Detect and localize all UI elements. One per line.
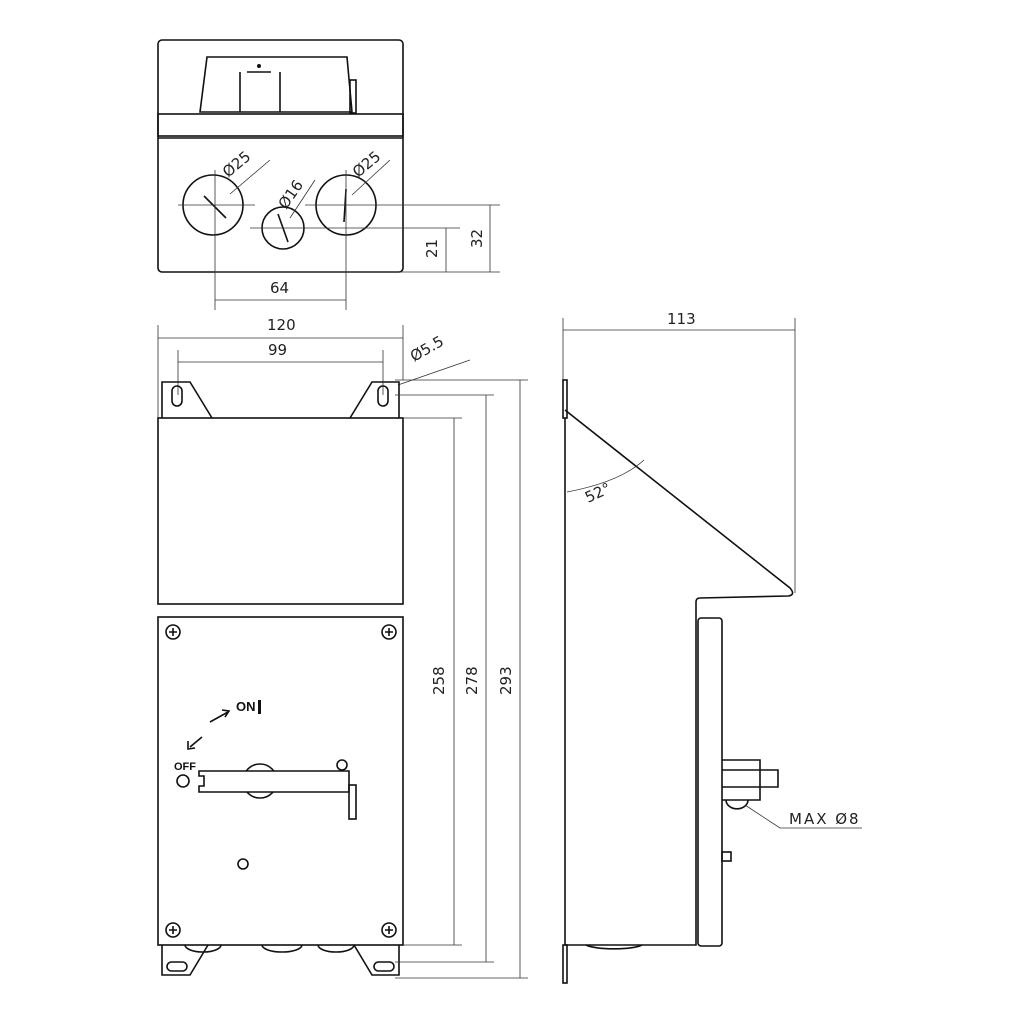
cable-leader: [744, 804, 862, 829]
ear-top-left: [161, 381, 213, 419]
switch-on-label: ON: [236, 699, 256, 714]
on-mark: [258, 700, 261, 714]
wall-plate-top: [562, 379, 568, 419]
indicator-side: [721, 851, 732, 862]
cable-gland-side: [725, 799, 749, 810]
side-view: 113 52° MAX Ø8: [562, 310, 862, 984]
ear-top-right: [349, 381, 400, 419]
dim-width-total: 120: [267, 316, 296, 334]
depth-dim: [562, 318, 796, 593]
ear-bottom-right: [353, 944, 400, 976]
dimension-lines: [215, 205, 491, 301]
handle-side: [722, 759, 779, 801]
enclosure-side: [697, 617, 723, 947]
dim-depth: 113: [667, 310, 696, 328]
switch-off-label: OFF: [174, 761, 196, 773]
cover-dot: [257, 64, 261, 68]
switch-handle[interactable]: [198, 770, 350, 793]
angle-label: 52°: [582, 479, 614, 507]
screw-icon: [165, 624, 397, 938]
enclosure-front: [157, 616, 404, 946]
arrow-off-icon: [187, 736, 203, 750]
dim-height-small: 21: [423, 239, 441, 258]
ear-bottom-left: [161, 944, 209, 976]
bottom-gland-side: [585, 944, 643, 950]
front-width-dims: [157, 325, 471, 418]
height-dims: [395, 379, 528, 979]
handle-cover: [199, 56, 353, 113]
angle-arc: [566, 459, 645, 493]
cable-note: MAX Ø8: [789, 810, 861, 828]
top-view: Ø25 Ø16 Ø25 64 21 32: [157, 39, 500, 310]
dim-height-large: 32: [468, 229, 486, 248]
dim-height-holes: 278: [463, 666, 481, 695]
dim-height-body: 258: [430, 666, 448, 695]
cover-detail: [239, 71, 281, 112]
dim-width-holes: 99: [268, 341, 287, 359]
handle-tab: [348, 784, 357, 820]
slot-bottom-right: [373, 961, 395, 972]
slot-top-left: [171, 385, 183, 407]
wall-plate-bottom: [562, 944, 568, 984]
dim-mount-hole: Ø5.5: [407, 332, 447, 365]
slot-top-right: [377, 385, 389, 407]
lever-stub: [349, 79, 357, 114]
hood-front: [157, 417, 404, 605]
center-lines: [178, 159, 500, 310]
off-mark: [176, 774, 190, 788]
indicator-hole: [237, 858, 249, 870]
slot-bottom-left: [166, 961, 188, 972]
dim-height-total: 293: [497, 666, 515, 695]
arrow-on-icon: [209, 709, 231, 723]
dim-spacing: 64: [270, 279, 289, 297]
hood-side: [564, 409, 794, 946]
hole-left-label: Ø25: [219, 147, 254, 181]
cable-glands: [184, 944, 355, 953]
lock-hole: [336, 759, 348, 771]
lid-band: [157, 113, 404, 137]
front-view: 120 99 Ø5.5 ON OFF 258 278 29: [157, 316, 528, 979]
